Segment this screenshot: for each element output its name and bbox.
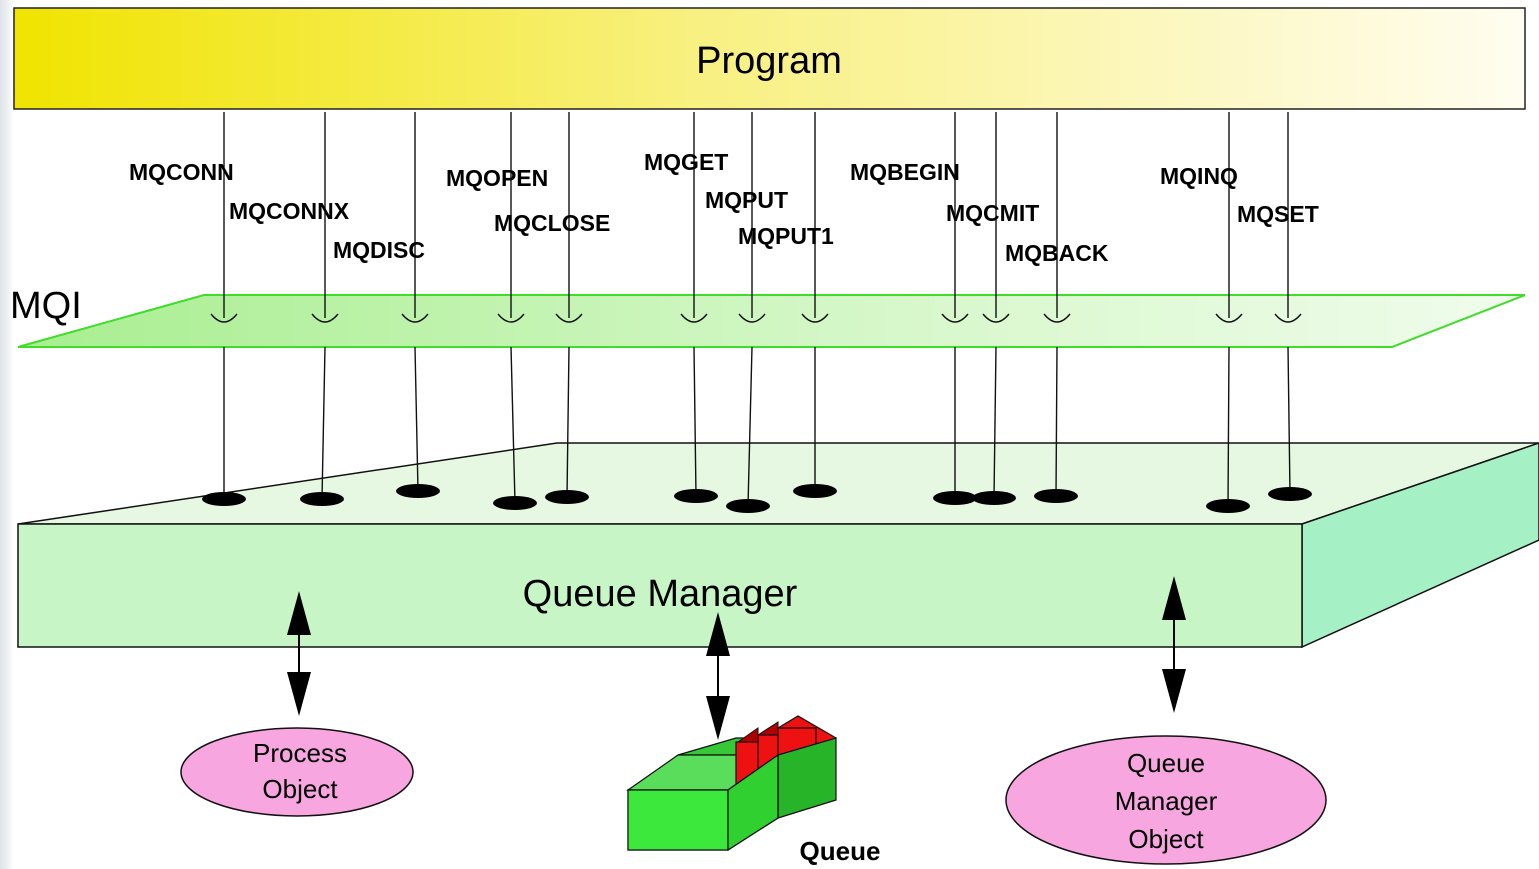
call-hook [941,313,969,323]
program-box: Program [13,7,1526,110]
call-label: MQINQ [1160,163,1238,189]
call-line-lower [747,346,753,507]
call-label: MQCONN [129,159,234,185]
call-dot [972,491,1016,505]
call-line-lower [693,346,697,497]
process-object-line2: Object [262,774,338,804]
call-dot [1034,489,1078,503]
call-hook [497,313,525,323]
call-hook [401,313,429,323]
left-edge-strip [0,0,14,869]
call-line-lower [414,346,419,492]
call-label: MQCMIT [946,200,1039,226]
mqi-call-mqget: MQGET [644,112,728,503]
call-label: MQCONNX [229,198,350,224]
program-label: Program [696,40,842,82]
call-hook [555,313,583,323]
call-dot [674,489,718,503]
call-label: MQSET [1237,201,1319,227]
queue-tray-icon: Queue [626,715,881,866]
arrow-qm-object [1162,576,1186,713]
call-dot [1268,487,1312,501]
call-label: MQPUT [705,187,788,213]
arrow-queue [706,612,730,740]
call-hook [210,313,238,323]
call-dot [202,492,246,506]
arrows [287,576,1186,740]
mqi-call-mqput1: MQPUT1 [738,112,837,498]
call-hook [982,313,1010,323]
call-dot [493,496,537,510]
mqi-call-mqconn: MQCONN [129,112,246,506]
call-hook [738,313,766,323]
mqi-call-mqbegin: MQBEGIN [850,112,977,505]
mqi-call-mqconnx: MQCONNX [229,112,350,506]
call-dot [1206,499,1250,513]
call-label: MQBEGIN [850,159,960,185]
call-line-lower [321,346,326,500]
call-dot [793,484,837,498]
call-label: MQPUT1 [738,223,834,249]
mqi-call-mqclose: MQCLOSE [494,112,610,504]
call-dot [300,492,344,506]
call-dot [396,484,440,498]
qm-object-line1: Queue [1127,748,1205,778]
call-label: MQCLOSE [494,210,610,236]
process-object: Process Object [180,727,414,817]
qm-object-line3: Object [1128,824,1204,854]
qm-object-line2: Manager [1115,786,1218,816]
call-hook [311,313,339,323]
call-label: MQOPEN [446,165,548,191]
mqi-call-mqcmit: MQCMIT [946,112,1039,505]
call-hook [1043,313,1071,323]
mqi-call-mqdisc: MQDISC [333,112,440,498]
call-label: MQGET [644,149,728,175]
call-hook [1274,313,1302,323]
call-label: MQDISC [333,237,425,263]
queue-manager-top [17,442,1539,525]
mqi-call-mqput: MQPUT [705,112,788,513]
queue-manager-front [17,523,1303,648]
queue-label: Queue [800,836,881,866]
call-line-lower [566,346,570,498]
call-line-lower [1227,346,1230,507]
queue-manager-object: Queue Manager Object [1005,735,1327,865]
call-dot [933,491,977,505]
mqi-calls: MQCONN MQCONNX MQDISC MQOPEN MQCLOSE MQGET MQP… [129,112,1319,513]
mqi-call-mqback: MQBACK [1005,112,1109,503]
arrow-process [287,591,311,716]
call-line-lower [1055,346,1058,497]
queue-manager-box: Queue Manager [17,442,1539,649]
call-dot [726,499,770,513]
call-line-lower [993,346,997,499]
call-hook [1215,313,1243,323]
queue-manager-label: Queue Manager [523,573,798,615]
call-hook [680,313,708,323]
mqi-plane: MQI [10,285,1526,348]
process-object-line1: Process [253,738,347,768]
call-hook [801,313,829,323]
mqi-call-mqset: MQSET [1237,112,1319,501]
call-line-lower [1287,346,1291,495]
mqi-label: MQI [10,285,82,327]
call-line-lower [510,346,516,504]
call-dot [545,490,589,504]
mqi-call-mqopen: MQOPEN [446,112,548,510]
call-label: MQBACK [1005,240,1109,266]
mqi-call-mqinq: MQINQ [1160,112,1250,513]
